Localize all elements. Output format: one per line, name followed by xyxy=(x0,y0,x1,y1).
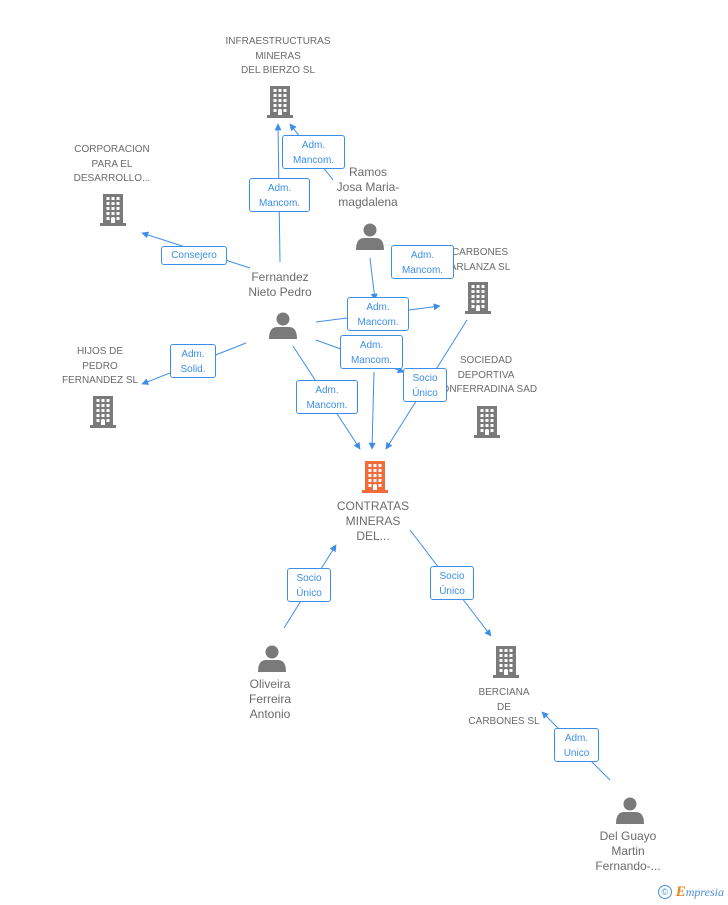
relation-label-line: Mancom. xyxy=(292,154,335,166)
ramos-person-icon[interactable] xyxy=(356,223,384,251)
delguayo-label-line: Fernando-... xyxy=(595,859,661,873)
berciana-label[interactable]: BERCIANA DE CARBONES SL xyxy=(449,686,559,730)
relation-label-line: Único xyxy=(439,585,465,597)
oliveira-person-icon[interactable] xyxy=(258,645,286,673)
relation-label-line: Mancom. xyxy=(357,316,399,328)
contratas-label-line: CONTRATAS xyxy=(336,499,410,513)
edge-9 xyxy=(368,371,376,450)
berciana-label-line: CARBONES SL xyxy=(468,716,540,727)
relation-label-line: Adm. xyxy=(359,340,384,351)
delguayo-label-line: Del Guayo xyxy=(599,829,657,843)
relation-label-line: Adm. xyxy=(181,349,205,360)
oliveira-label-line: Antonio xyxy=(249,707,291,721)
corporacion-label-line: PARA EL xyxy=(91,158,133,170)
berciana-building-icon[interactable] xyxy=(493,646,519,678)
relation-label-r7[interactable]: Adm. Mancom. xyxy=(340,335,403,369)
brand-logo: Empresia xyxy=(676,884,724,901)
relation-label-r5[interactable]: Adm. Mancom. xyxy=(347,297,409,331)
sociedad-label[interactable]: SOCIEDAD DEPORTIVA PONFERRADINA SAD xyxy=(426,354,546,398)
berciana-label-line: BERCIANA xyxy=(478,687,530,698)
corporacion-label-line: DESARROLLO... xyxy=(73,173,151,184)
relation-label-line: Adm. xyxy=(301,140,326,151)
ramos-label-line: Josa Maria- xyxy=(336,180,400,194)
infraestructuras-label-line: MINERAS xyxy=(255,50,301,62)
contratas-label-line: DEL... xyxy=(356,529,390,543)
relation-label-line: Mancom. xyxy=(401,264,444,276)
relation-label-line: Único xyxy=(412,387,438,399)
ramos-label-line: Ramos xyxy=(348,165,387,179)
infraestructuras-label[interactable]: INFRAESTRUCTURAS MINERAS DEL BIERZO SL xyxy=(208,35,348,79)
oliveira-label-line: Oliveira xyxy=(249,677,291,691)
relation-label-r8[interactable]: Adm. Mancom. xyxy=(296,380,358,414)
contratas-building-icon[interactable] xyxy=(362,461,388,493)
sociedad-label-line: DEPORTIVA xyxy=(457,369,515,381)
relation-label-line: Adm. xyxy=(315,385,339,396)
contratas-label-line: MINERAS xyxy=(345,514,401,528)
infraestructuras-building-icon[interactable] xyxy=(267,86,293,118)
hijos-label-line: FERNANDEZ SL xyxy=(61,375,139,386)
relation-label-line: Socio xyxy=(439,571,465,582)
relation-label-line: Único xyxy=(296,587,322,599)
fernandez-label-line: Fernandez xyxy=(251,270,309,284)
carbones-building-icon[interactable] xyxy=(465,282,491,314)
carbones-label-line: ARLANZA SL xyxy=(449,261,511,273)
relation-label-r4[interactable]: Adm. Mancom. xyxy=(391,245,454,279)
ramos-label-line: magdalena xyxy=(338,195,398,209)
relation-label-r3[interactable]: Consejero xyxy=(161,246,227,265)
relation-label-line: Adm. xyxy=(267,183,292,194)
carbones-label[interactable]: CARBONES ARLANZA SL xyxy=(435,246,525,275)
hijos-label-line: HIJOS DE xyxy=(76,346,124,357)
sociedad-label-line: SOCIEDAD xyxy=(459,355,513,366)
edges xyxy=(141,123,611,781)
brand-initial: E xyxy=(675,883,686,900)
relation-label-line: Socio xyxy=(412,373,438,384)
relation-label-line: Unico xyxy=(563,747,590,759)
oliveira-label-line: Ferreira xyxy=(248,692,291,706)
relation-label-line: Mancom. xyxy=(350,354,393,366)
infraestructuras-label-line: INFRAESTRUCTURAS xyxy=(225,36,331,47)
fernandez-label-line: Nieto Pedro xyxy=(248,285,312,299)
relation-label-line: Adm. xyxy=(564,733,589,744)
corporacion-label[interactable]: CORPORACION PARA EL DESARROLLO... xyxy=(52,143,172,187)
relation-label-line: Solid. xyxy=(180,363,206,375)
relation-label-r2[interactable]: Adm. Mancom. xyxy=(249,178,310,212)
relation-label-line: Mancom. xyxy=(306,399,348,411)
delguayo-label-line: Martin xyxy=(611,844,645,858)
corporacion-label-line: CORPORACION xyxy=(74,144,150,155)
relation-label-r12[interactable]: Adm. Unico xyxy=(554,728,599,762)
copyright-icon: © xyxy=(657,885,672,899)
infraestructuras-label-line: DEL BIERZO SL xyxy=(240,65,316,76)
hijos-label-line: PEDRO xyxy=(82,360,118,372)
relation-label-line: Consejero xyxy=(171,250,217,261)
edge-4 xyxy=(369,257,378,301)
relation-label-r1[interactable]: Adm. Mancom. xyxy=(282,135,345,169)
brand-name: mpresia xyxy=(685,884,724,899)
hijos-label[interactable]: HIJOS DE PEDRO FERNANDEZ SL xyxy=(40,345,160,389)
relation-label-line: Adm. xyxy=(366,302,390,313)
corporacion-building-icon[interactable] xyxy=(100,194,126,226)
hijos-building-icon[interactable] xyxy=(90,396,116,428)
sociedad-label-line: PONFERRADINA SAD xyxy=(434,384,538,395)
relation-label-line: Adm. xyxy=(410,250,435,261)
relation-label-r6[interactable]: Adm. Solid. xyxy=(170,344,216,378)
berciana-label-line: DE xyxy=(497,701,511,713)
relation-label-line: Mancom. xyxy=(258,197,301,209)
fernandez-person-icon[interactable] xyxy=(269,312,297,340)
sociedad-building-icon[interactable] xyxy=(474,406,500,438)
node-icons xyxy=(90,86,644,824)
brand-footer[interactable]: © Empresia xyxy=(657,883,724,901)
relation-label-line: Socio xyxy=(296,573,322,584)
delguayo-person-icon[interactable] xyxy=(616,797,644,825)
carbones-label-line: CARBONES xyxy=(451,247,509,258)
